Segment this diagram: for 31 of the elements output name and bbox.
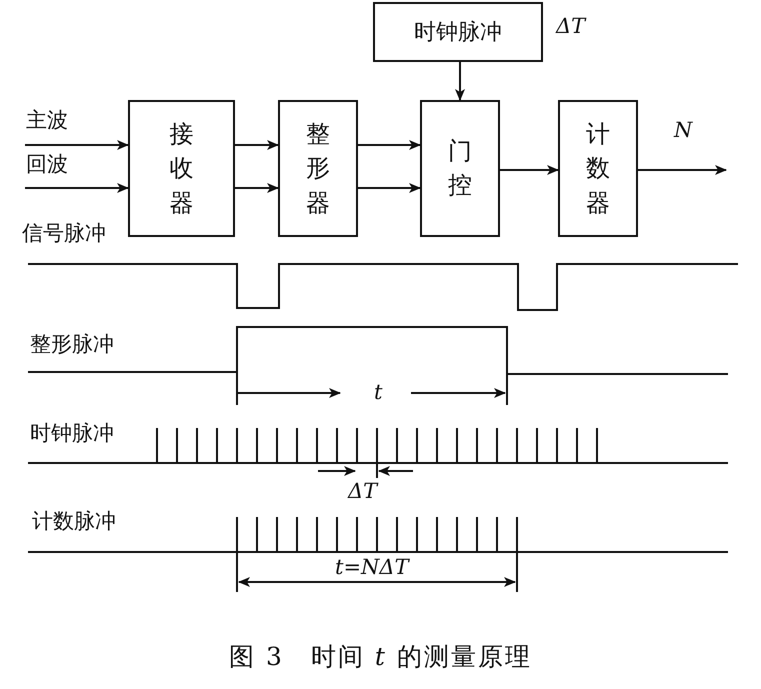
arrow (25, 183, 129, 193)
waveform-label: 计数脉冲 (32, 509, 116, 534)
edge-label: 主波 (26, 108, 68, 134)
waveform-label: 时钟脉冲 (30, 421, 114, 446)
arrow (235, 183, 279, 193)
arrow (235, 140, 279, 150)
arrow (455, 62, 465, 101)
process-box (420, 100, 500, 237)
waveform-label: ΔT (348, 479, 378, 504)
box-label: 接收器 (170, 118, 194, 219)
box-label: 门控 (448, 136, 472, 202)
period-label: ΔT (556, 14, 586, 40)
box-label: 时钟脉冲 (414, 19, 502, 47)
arrow (500, 165, 559, 175)
waveform-label: t (374, 380, 382, 406)
arrow (358, 183, 421, 193)
arrow (638, 165, 727, 175)
waveform-label: t=NΔT (335, 555, 409, 580)
edge-label: N (674, 118, 692, 144)
edge-label: 回波 (26, 152, 68, 178)
arrow (25, 140, 129, 150)
process-box (128, 100, 235, 237)
process-box (373, 2, 543, 62)
waveform-label: 整形脉冲 (30, 332, 114, 358)
process-box (558, 100, 638, 237)
box-label: 整形器 (306, 118, 330, 219)
arrow (358, 140, 421, 150)
waveform-label: 信号脉冲 (22, 221, 106, 246)
figure-caption: 图 3 时间 t 的测量原理 (228, 641, 533, 673)
process-box (278, 100, 358, 237)
box-label: 计数器 (586, 118, 610, 219)
